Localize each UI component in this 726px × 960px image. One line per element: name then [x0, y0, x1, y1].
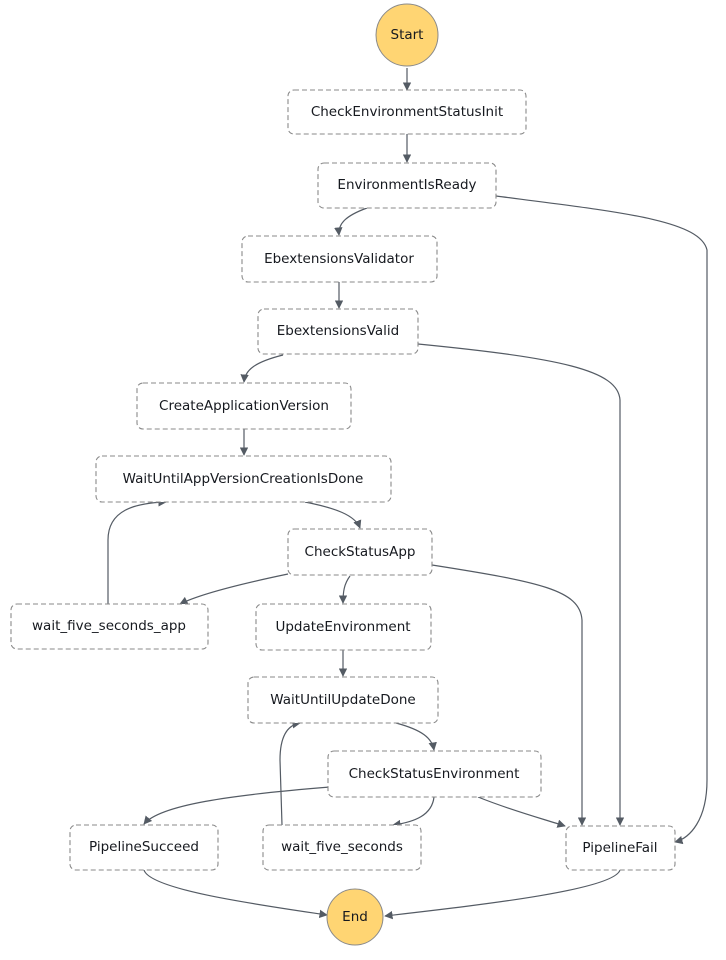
state-check-status-environment[interactable]: CheckStatusEnvironment — [327, 750, 542, 798]
edge-wait-five-app-to-wait-app-version — [107, 498, 167, 604]
edge-pipeline-fail-to-end — [384, 869, 621, 920]
edge-check-status-app-to-update-env — [338, 575, 351, 604]
edge-check-status-env-to-pipeline-fail — [477, 796, 566, 828]
edge-env-is-ready-to-ebext-validator — [334, 207, 368, 236]
state-label: PipelineSucceed — [89, 839, 199, 855]
start-label: Start — [391, 27, 424, 43]
state-label: CheckStatusApp — [305, 544, 416, 560]
state-label: CheckStatusEnvironment — [349, 766, 520, 782]
state-label: wait_five_seconds_app — [32, 618, 186, 634]
state-label: EnvironmentIsReady — [337, 177, 476, 193]
state-label: UpdateEnvironment — [275, 619, 410, 635]
state-label: CreateApplicationVersion — [159, 398, 329, 414]
state-wait-five-seconds[interactable]: wait_five_seconds — [262, 824, 422, 871]
state-check-environment-status-init[interactable]: CheckEnvironmentStatusInit — [287, 89, 527, 135]
edge-pipeline-succeed-to-end — [143, 869, 328, 919]
state-pipeline-succeed[interactable]: PipelineSucceed — [69, 824, 219, 871]
edge-check-status-app-to-wait-five-app — [179, 573, 289, 605]
start-node[interactable]: Start — [375, 3, 439, 67]
edge-check-status-app-to-pipeline-fail — [431, 564, 587, 826]
state-wait-five-seconds-app[interactable]: wait_five_seconds_app — [10, 603, 209, 650]
nodes: Start CheckEnvironmentStatusInit Environ… — [10, 3, 676, 946]
edge-ebext-valid-to-create-app-version — [240, 354, 284, 383]
state-environment-is-ready[interactable]: EnvironmentIsReady — [317, 162, 497, 209]
state-wait-until-app-version-creation-is-done[interactable]: WaitUntilAppVersionCreationIsDone — [95, 455, 392, 503]
state-create-application-version[interactable]: CreateApplicationVersion — [136, 382, 352, 430]
state-ebextensions-valid[interactable]: EbextensionsValid — [257, 308, 419, 355]
state-label: CheckEnvironmentStatusInit — [311, 104, 503, 120]
state-check-status-app[interactable]: CheckStatusApp — [287, 528, 433, 576]
state-label: wait_five_seconds — [281, 839, 403, 855]
edge-check-status-env-to-wait-five — [392, 796, 435, 829]
edge-check-status-env-to-pipeline-succeed — [143, 786, 331, 825]
state-label: WaitUntilAppVersionCreationIsDone — [123, 471, 364, 487]
state-label: EbextensionsValid — [277, 323, 399, 339]
end-label: End — [342, 909, 368, 925]
edge-wait-five-to-wait-update-done — [279, 720, 301, 826]
edge-env-is-ready-to-pipeline-fail — [495, 195, 708, 845]
edge-wait-update-done-to-check-status-env — [395, 722, 437, 751]
edge-wait-app-version-to-check-status-app — [304, 501, 362, 529]
state-update-environment[interactable]: UpdateEnvironment — [255, 603, 432, 651]
state-label: WaitUntilUpdateDone — [270, 692, 415, 708]
edge-ebext-valid-to-pipeline-fail — [417, 343, 625, 826]
state-ebextensions-validator[interactable]: EbextensionsValidator — [241, 235, 438, 283]
state-wait-until-update-done[interactable]: WaitUntilUpdateDone — [247, 676, 439, 724]
state-pipeline-fail[interactable]: PipelineFail — [565, 825, 676, 871]
edges — [107, 68, 708, 920]
state-label: PipelineFail — [582, 840, 657, 856]
state-label: EbextensionsValidator — [264, 251, 414, 267]
end-node[interactable]: End — [326, 888, 384, 946]
